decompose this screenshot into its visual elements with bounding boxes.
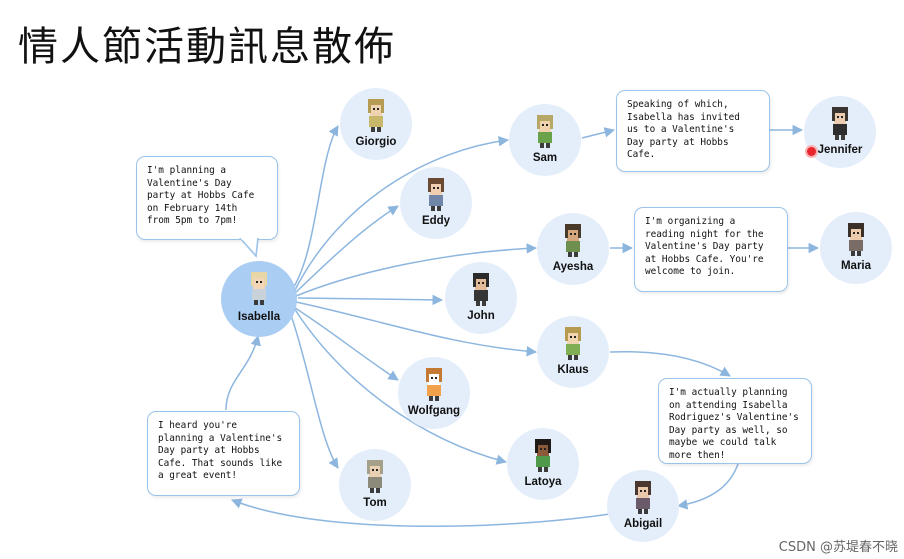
bubble-klaus: I'm actually planning on attending Isabe…: [658, 378, 812, 464]
avatar-tom-icon: [362, 459, 388, 493]
edge-tom-bubble-isabella: [225, 334, 261, 411]
bubble-tail-isabella: [238, 238, 259, 258]
avatar-isabella-icon: [246, 271, 272, 305]
edge-isabella-sam: [293, 135, 510, 293]
node-label: Eddy: [421, 215, 451, 227]
node-giorgio: Giorgio: [340, 88, 412, 160]
bubble-sam: Speaking of which, Isabella has invited …: [616, 90, 770, 172]
edge-abigail-tom-bubble: [231, 498, 611, 528]
node-label: Isabella: [237, 311, 281, 323]
node-label: Ayesha: [552, 261, 594, 273]
node-label: Latoya: [524, 476, 562, 488]
node-maria: Maria: [820, 212, 892, 284]
cursor-dot-icon: [805, 145, 818, 158]
edge-isabella-tom: [289, 311, 339, 469]
watermark: CSDN @苏堤春不晓: [778, 540, 898, 555]
node-ayesha: Ayesha: [537, 213, 609, 285]
edge-isabella-giorgio: [291, 125, 339, 291]
node-latoya: Latoya: [507, 428, 579, 500]
avatar-maria-icon: [843, 222, 869, 256]
avatar-eddy-icon: [423, 177, 449, 211]
edge-isabella-ayesha: [295, 243, 538, 297]
avatar-jennifer-icon: [827, 106, 853, 140]
node-wolfgang: Wolfgang: [398, 357, 470, 429]
node-label: Abigail: [623, 518, 663, 530]
avatar-sam-icon: [532, 114, 558, 148]
node-tom: Tom: [339, 449, 411, 521]
page-title: 情人節活動訊息散佈: [18, 24, 396, 70]
avatar-ayesha-icon: [560, 223, 586, 257]
node-eddy: Eddy: [400, 167, 472, 239]
node-isabella: Isabella: [221, 261, 297, 337]
node-label: Maria: [840, 260, 872, 272]
edge-isabella-klaus: [295, 301, 538, 357]
edge-isabella-eddy: [293, 205, 399, 295]
bubble-tom: I heard you're planning a Valentine's Da…: [147, 411, 300, 496]
edge-isabella-wolfgang: [291, 305, 399, 381]
avatar-giorgio-icon: [363, 98, 389, 132]
node-label: Giorgio: [355, 136, 397, 148]
edge-klaus-bubble: [609, 350, 731, 377]
node-label: Wolfgang: [407, 405, 461, 417]
node-sam: Sam: [509, 104, 581, 176]
node-jennifer: Jennifer: [804, 96, 876, 168]
node-john: John: [445, 262, 517, 334]
bubble-isabella: I'm planning a Valentine's Day party at …: [136, 156, 278, 240]
avatar-wolfgang-icon: [421, 367, 447, 401]
edge-bubble-abigail: [676, 463, 739, 510]
avatar-latoya-icon: [530, 438, 556, 472]
avatar-abigail-icon: [630, 480, 656, 514]
node-label: Sam: [532, 152, 558, 164]
node-label: John: [467, 310, 495, 322]
node-klaus: Klaus: [537, 316, 609, 388]
node-label: Tom: [363, 497, 387, 509]
bubble-ayesha: I'm organizing a reading night for the V…: [634, 207, 788, 292]
node-abigail: Abigail: [607, 470, 679, 542]
edge-sam-bubble: [581, 127, 616, 139]
node-label: Jennifer: [817, 144, 863, 156]
avatar-klaus-icon: [560, 326, 586, 360]
avatar-john-icon: [468, 272, 494, 306]
edge-isabella-latoya: [293, 307, 508, 465]
edge-isabella-john: [297, 294, 444, 306]
node-label: Klaus: [557, 364, 589, 376]
